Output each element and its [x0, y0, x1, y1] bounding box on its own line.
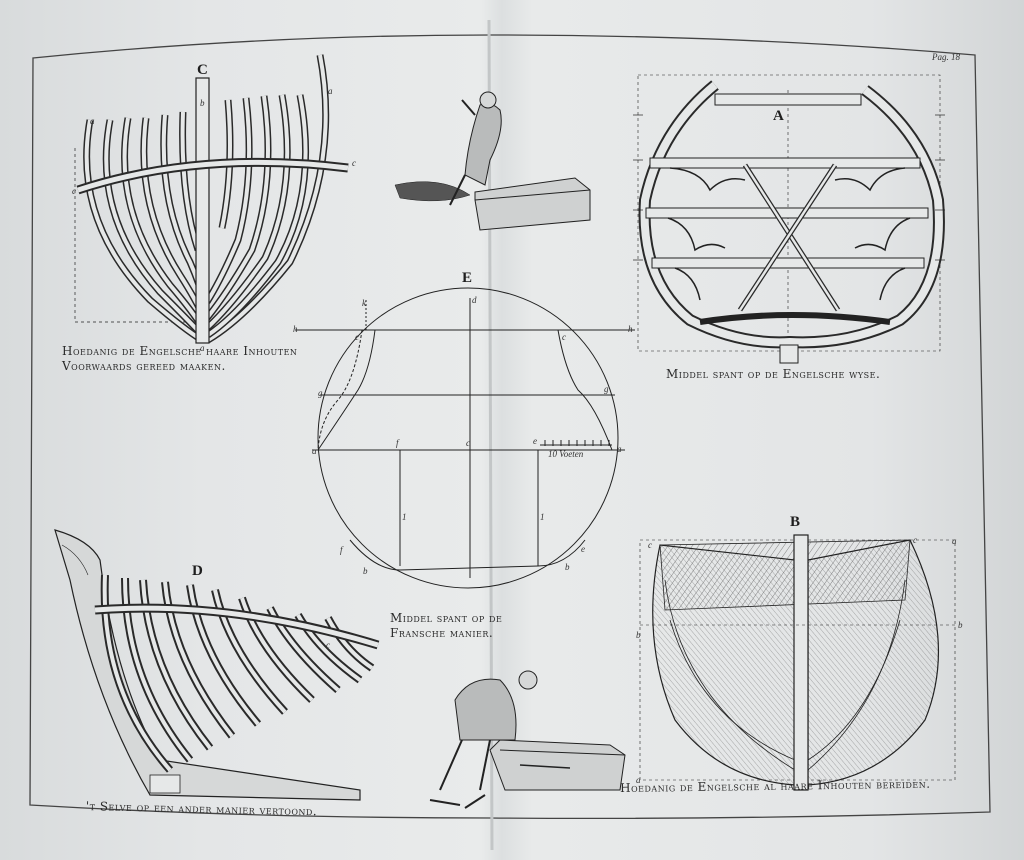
ref-letter-b-left: b: [363, 566, 368, 576]
ref-letter-g-left: g: [318, 388, 323, 398]
scale-label: 10 Voeten: [548, 449, 584, 459]
caption-c-line1: Hoedanig de Engelsche haare Inhouten: [62, 344, 298, 358]
ref-letter-a-c-right: a: [328, 86, 333, 96]
ref-letter-b-b-right: b: [958, 620, 963, 630]
figure-c-letter: C: [197, 62, 208, 78]
workman-standing-illustration: [429, 670, 626, 809]
ref-number-1-left: 1: [402, 512, 407, 522]
ref-letter-a-c-bottom: a: [200, 343, 205, 353]
figure-e-drawing: [295, 287, 635, 589]
figure-a-letter: A: [773, 108, 784, 124]
ref-letter-f-lower: f: [340, 545, 343, 555]
ref-letter-k: k: [362, 298, 366, 308]
figure-b-letter: B: [790, 514, 801, 530]
ref-letter-d: d: [472, 295, 477, 305]
caption-c-line2: Voorwaards gereed maaken.: [62, 359, 226, 373]
ref-letter-c-b-right: c: [913, 535, 917, 545]
ref-letter-a-b-bottom: a: [636, 775, 641, 785]
ref-letter-a-right: a: [617, 444, 622, 454]
ref-letter-a-c-left: a: [90, 116, 95, 126]
caption-e-line1: Middel spant op de: [390, 611, 503, 625]
figure-e-letter: E: [462, 270, 473, 286]
page-number: Pag. 18: [932, 52, 960, 62]
figure-d-letter: D: [192, 563, 203, 579]
caption-a: Middel spant op de Engelsche wyse.: [666, 367, 881, 381]
ref-letter-a-left: a: [312, 446, 317, 456]
ref-letter-h-left: h: [293, 324, 298, 334]
ref-letter-e-lower: e: [581, 544, 585, 554]
ref-letter-b-c-top: b: [200, 98, 205, 108]
ref-letter-c-d: c: [326, 640, 330, 650]
figure-a-drawing: [633, 74, 945, 364]
figure-c-drawing: [74, 54, 349, 344]
ref-number-1-right: 1: [540, 512, 545, 522]
ref-letter-c-left: c: [355, 332, 359, 342]
workman-sitting-illustration: [394, 91, 591, 231]
ref-letter-h-right: h: [628, 324, 633, 334]
ref-letter-c-center: c: [466, 438, 470, 448]
ref-letter-c-c-left: c: [72, 186, 76, 196]
ref-letter-g-right: g: [604, 384, 609, 394]
ref-letter-c-c-right: c: [352, 158, 356, 168]
ref-letter-b-b-left: b: [636, 630, 641, 640]
ref-letter-f: f: [396, 438, 399, 448]
ref-letter-a-b-right: a: [952, 536, 957, 546]
figure-b-drawing: [639, 534, 956, 791]
figure-d-drawing: [54, 529, 380, 801]
caption-e-line2: Fransche manier.: [390, 626, 494, 640]
ref-letter-e: e: [533, 436, 537, 446]
ref-letter-c-right: c: [562, 332, 566, 342]
ref-letter-c-b-left: c: [648, 540, 652, 550]
plate-border: [29, 34, 991, 820]
ref-letter-b-right: b: [565, 562, 570, 572]
